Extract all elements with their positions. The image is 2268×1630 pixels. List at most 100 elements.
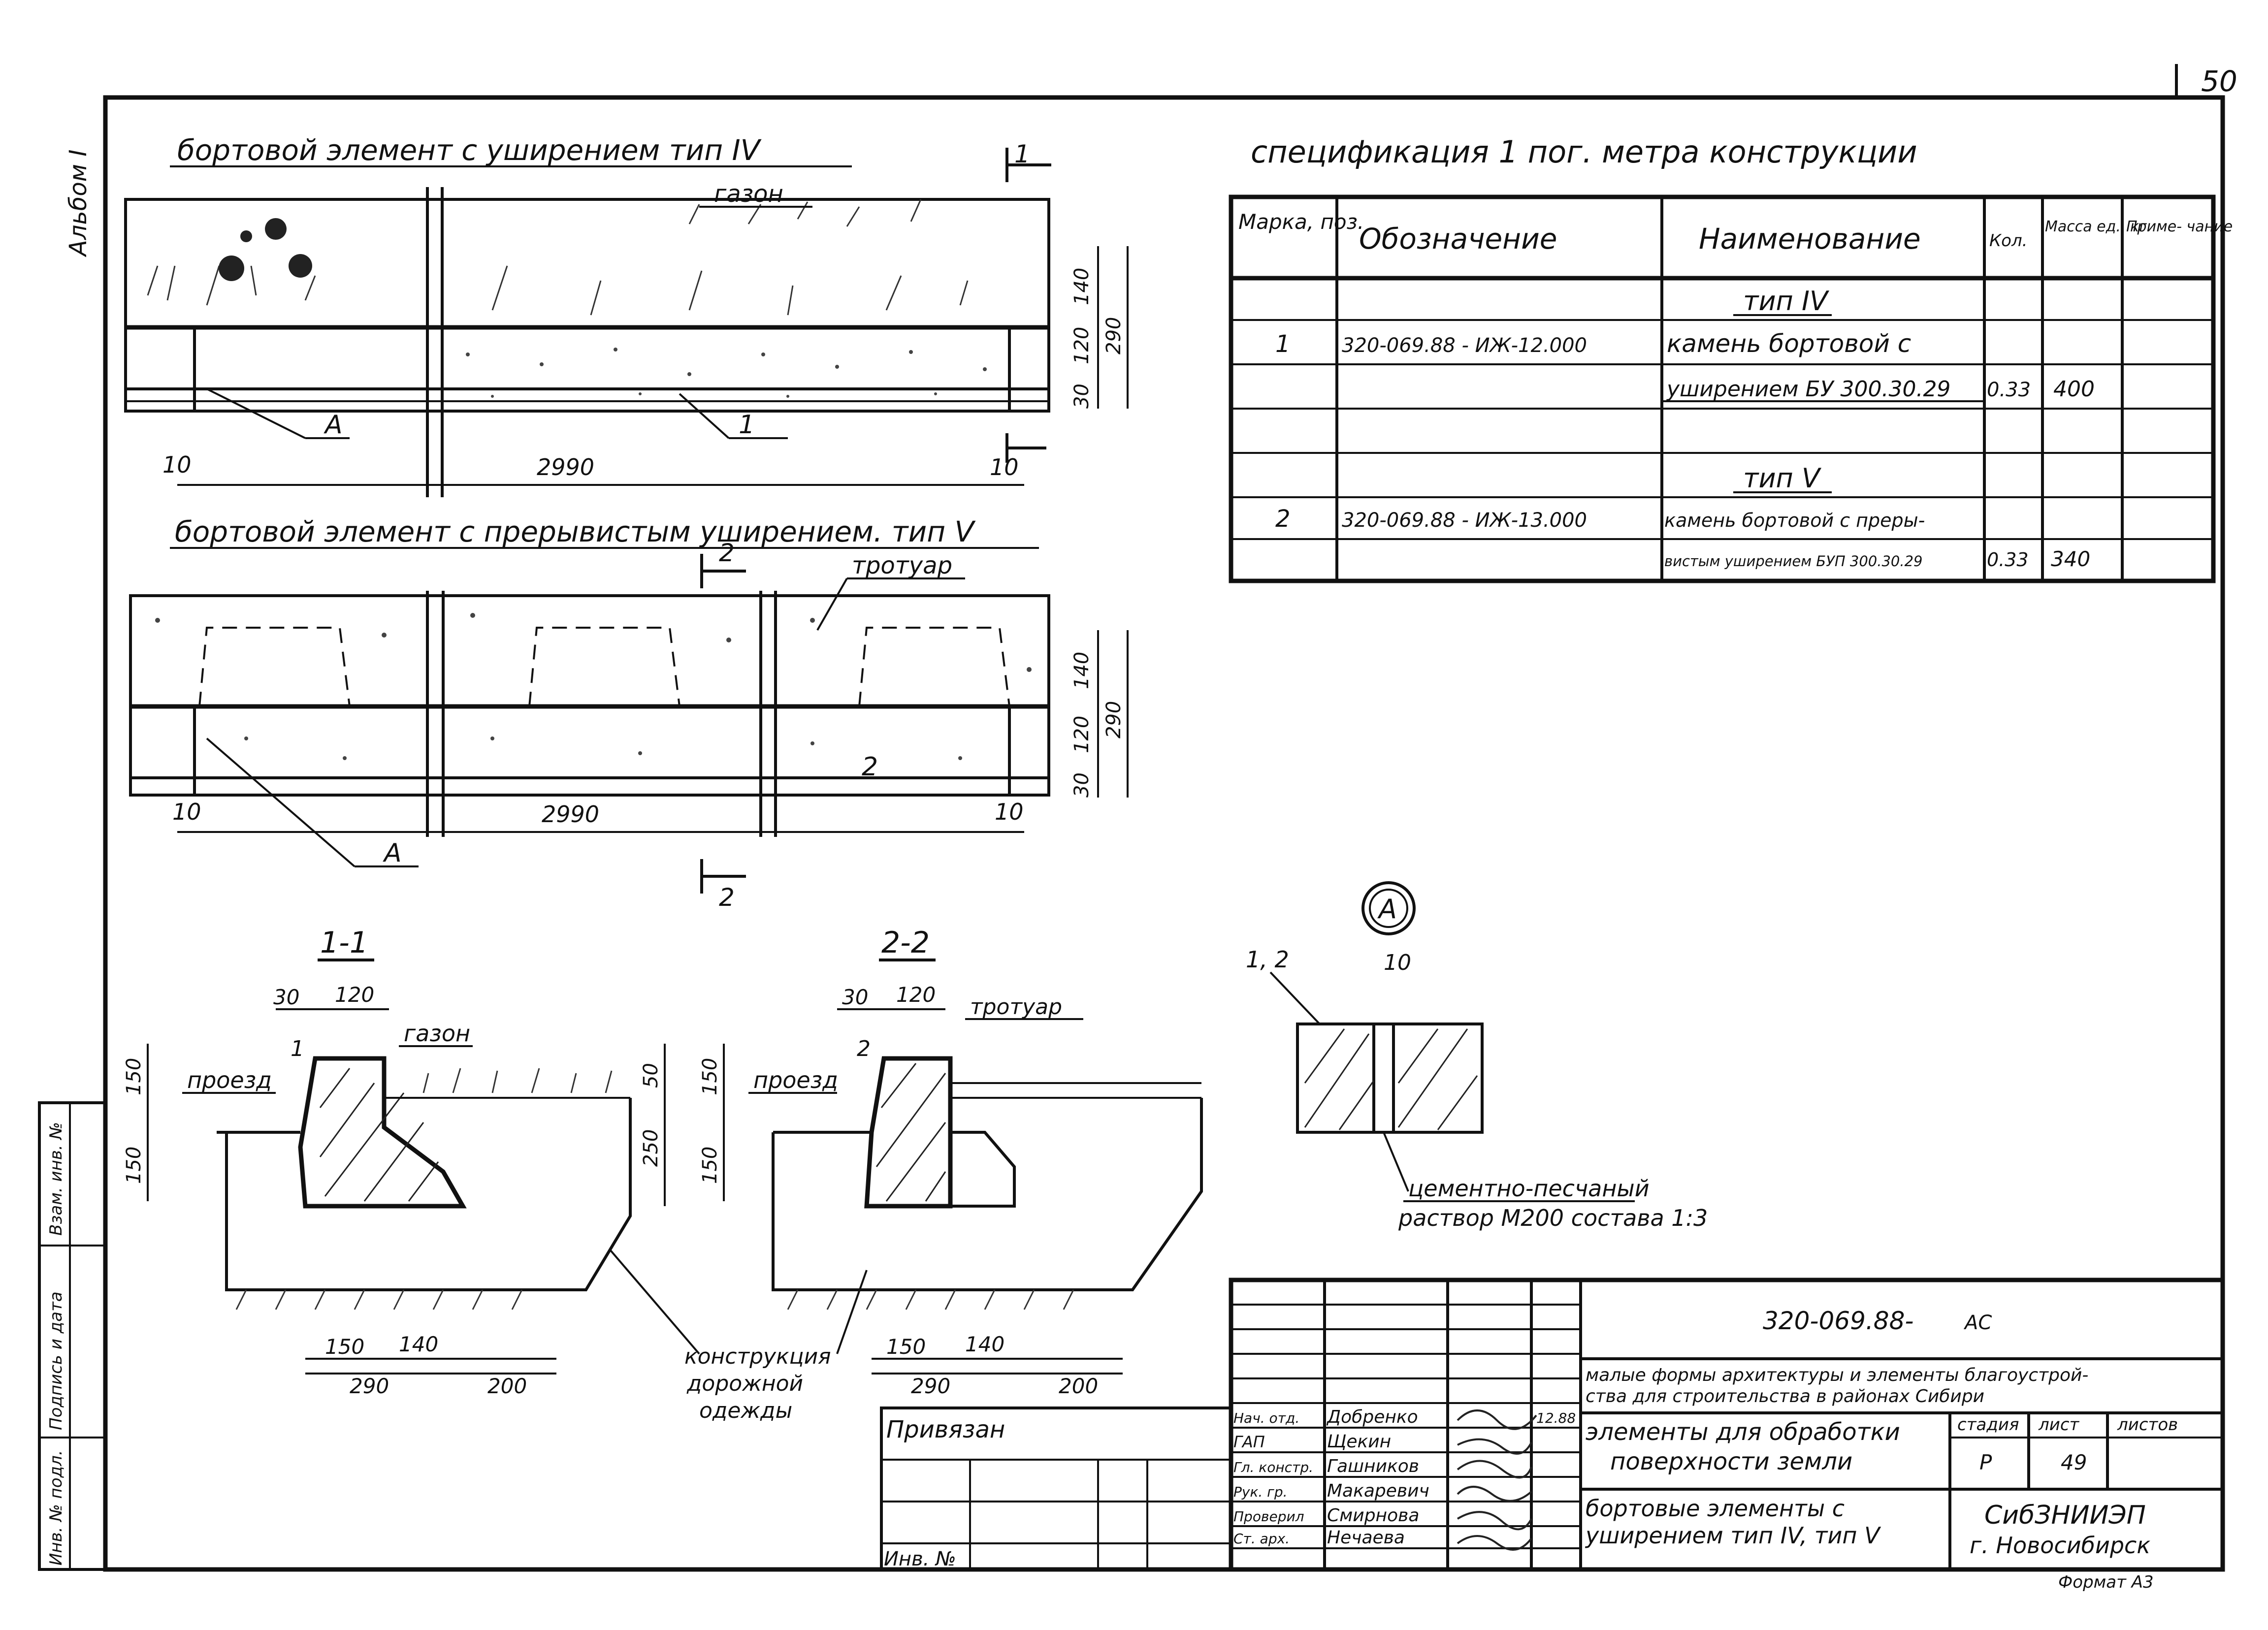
album-label: Альбом I: [65, 150, 92, 257]
spec-row-5-pos: 2: [1275, 505, 1291, 533]
dim-h1-middle: 140: [1070, 652, 1093, 689]
name-4: Макаревич: [1327, 1481, 1429, 1501]
spec-title: спецификация 1 пог. метра конструкции: [1251, 134, 1917, 170]
title-block: 320-069.88- АС малые формы архитектуры и…: [880, 1278, 2225, 1592]
spec-h-qty: Кол.: [1989, 231, 2027, 251]
section-1-dim-r1: 50: [640, 1063, 662, 1088]
detail-a-pos: 1, 2: [1246, 946, 1289, 973]
section-1-dim-b2: 140: [399, 1332, 438, 1356]
dim-right-middle: 10: [995, 799, 1024, 825]
page-number: 50: [2201, 64, 2237, 98]
dim-length-middle: 2990: [542, 801, 599, 828]
spec-type-v: тип V: [1743, 463, 1822, 494]
bind-label: Привязан: [886, 1416, 1005, 1443]
section-2-road: проезд: [753, 1067, 838, 1093]
detail-a-gap: 10: [1384, 950, 1411, 975]
spec-row-2-name: уширением БУ 300.30.29: [1666, 377, 1950, 402]
name-6: Нечаева: [1327, 1528, 1405, 1548]
section-2-dim-120: 120: [896, 983, 936, 1007]
spec-row-1-pos: 1: [1275, 330, 1291, 358]
title-sheet-header: лист: [2038, 1415, 2080, 1435]
middle-section-mark-top: 2: [719, 539, 735, 567]
dim-length-top: 2990: [537, 454, 594, 480]
top-section-mark: 1: [1014, 140, 1030, 168]
callout-pos-1: 1: [739, 410, 755, 440]
dim-h3-middle: 30: [1070, 772, 1093, 798]
title-project-1: малые формы архитектуры и элементы благо…: [1586, 1365, 2088, 1385]
stamp-signature-date: Подпись и дата: [46, 1291, 66, 1430]
role-6: Ст. арх.: [1233, 1531, 1290, 1547]
sidewalk-label: тротуар: [852, 552, 952, 579]
title-subject-2: поверхности земли: [1610, 1448, 1852, 1475]
title-date: 12.88: [1536, 1410, 1576, 1426]
spec-row-5-name: камень бортовой с преры-: [1664, 510, 1925, 531]
section-1-dim-l2: 150: [123, 1147, 145, 1184]
section-1-road: проезд: [187, 1067, 272, 1093]
spec-h-mark: Марка, поз.: [1238, 210, 1364, 234]
spec-h-name: Наименование: [1699, 222, 1921, 256]
title-subject-1: элементы для обработки: [1586, 1418, 1900, 1446]
detail-a-note-1: цементно-песчаный: [1408, 1175, 1650, 1202]
section-1-dim-l1: 150: [123, 1058, 145, 1095]
road-construction-line-3: одежды: [699, 1398, 792, 1423]
section-1-title: 1-1: [320, 926, 368, 960]
section-1-lawn: газон: [404, 1020, 470, 1047]
title-code-suffix: АС: [1963, 1311, 1992, 1334]
section-1-pos: 1: [291, 1036, 304, 1061]
title-drawing-1: бортовые элементы с: [1586, 1495, 1845, 1522]
curb-profile-2: [864, 1056, 953, 1209]
dim-left-top: 10: [162, 451, 192, 478]
role-2: ГАП: [1233, 1433, 1265, 1451]
road-construction-note: конструкция дорожной одежды: [610, 1249, 868, 1423]
spec-row-6-name: вистым уширением БУП 300.30.29: [1664, 553, 1923, 570]
top-drawing: бортовой элемент с уширением тип IV газо…: [124, 133, 1129, 497]
role-5: Проверил: [1233, 1508, 1304, 1525]
callout-a-top: A: [324, 410, 343, 440]
section-1-dim-b1: 150: [325, 1335, 364, 1359]
role-1: Нач. отд.: [1233, 1410, 1299, 1426]
spec-h-mass: Масса ед., кг: [2045, 218, 2147, 235]
dim-left-middle: 10: [172, 799, 201, 825]
section-1-dim-b3: 290: [350, 1374, 389, 1398]
section-2-dim-l1: 150: [699, 1058, 721, 1095]
section-2-dim-b3: 290: [911, 1374, 950, 1398]
middle-section-mark-bottom: 2: [719, 883, 735, 912]
name-3: Гашников: [1327, 1456, 1419, 1476]
stamp-inv-orig: Инв. № подл.: [46, 1450, 66, 1566]
detail-a: А 1, 2 10 цементно-песчаный раствор М200…: [1246, 881, 1708, 1231]
spec-row-2-mass: 400: [2053, 377, 2095, 402]
road-construction-line-2: дорожной: [686, 1371, 803, 1396]
spec-row-2-qty: 0.33: [1987, 379, 2031, 401]
detail-a-note-2: раствор М200 состава 1:3: [1398, 1205, 1708, 1231]
name-2: Щекин: [1327, 1432, 1391, 1452]
spec-row-1-name: камень бортовой с: [1667, 329, 1911, 358]
callout-a-middle: A: [383, 838, 402, 868]
spec-row-6-mass: 340: [2051, 547, 2090, 571]
top-drawing-title: бортовой элемент с уширением тип IV: [177, 133, 762, 167]
dim-h2-top: 120: [1070, 327, 1093, 364]
spec-h-designation: Обозначение: [1359, 222, 1557, 256]
spec-table: спецификация 1 пог. метра конструкции Ма…: [1229, 134, 2233, 583]
title-code: 320-069.88-: [1763, 1307, 1913, 1335]
road-construction-line-1: конструкция: [684, 1344, 831, 1369]
section-2-dim-l2: 150: [699, 1147, 721, 1184]
title-org-1: СибЗНИИЭП: [1984, 1501, 2146, 1530]
name-5: Смирнова: [1327, 1505, 1419, 1526]
section-2-dim-b2: 140: [965, 1332, 1004, 1356]
role-4: Рук. гр.: [1233, 1484, 1288, 1500]
format-label: Формат А3: [2058, 1572, 2154, 1592]
dim-total-top: 290: [1102, 317, 1125, 354]
section-1-dim-30: 30: [273, 985, 299, 1009]
section-2-pos: 2: [857, 1036, 871, 1061]
section-2-title: 2-2: [881, 926, 930, 960]
dim-right-top: 10: [990, 454, 1019, 480]
curb-profile-1: [298, 1056, 467, 1209]
dim-h2-middle: 120: [1070, 716, 1093, 753]
spec-row-1-code: 320-069.88 - ИЖ-12.000: [1342, 334, 1587, 357]
title-stage: Р: [1979, 1450, 1992, 1474]
role-3: Гл. констр.: [1233, 1459, 1313, 1475]
section-2-dim-30: 30: [842, 985, 868, 1009]
section-1-1: 1-1 30 120 1 газон проезд 150 150 50 250…: [123, 926, 666, 1398]
